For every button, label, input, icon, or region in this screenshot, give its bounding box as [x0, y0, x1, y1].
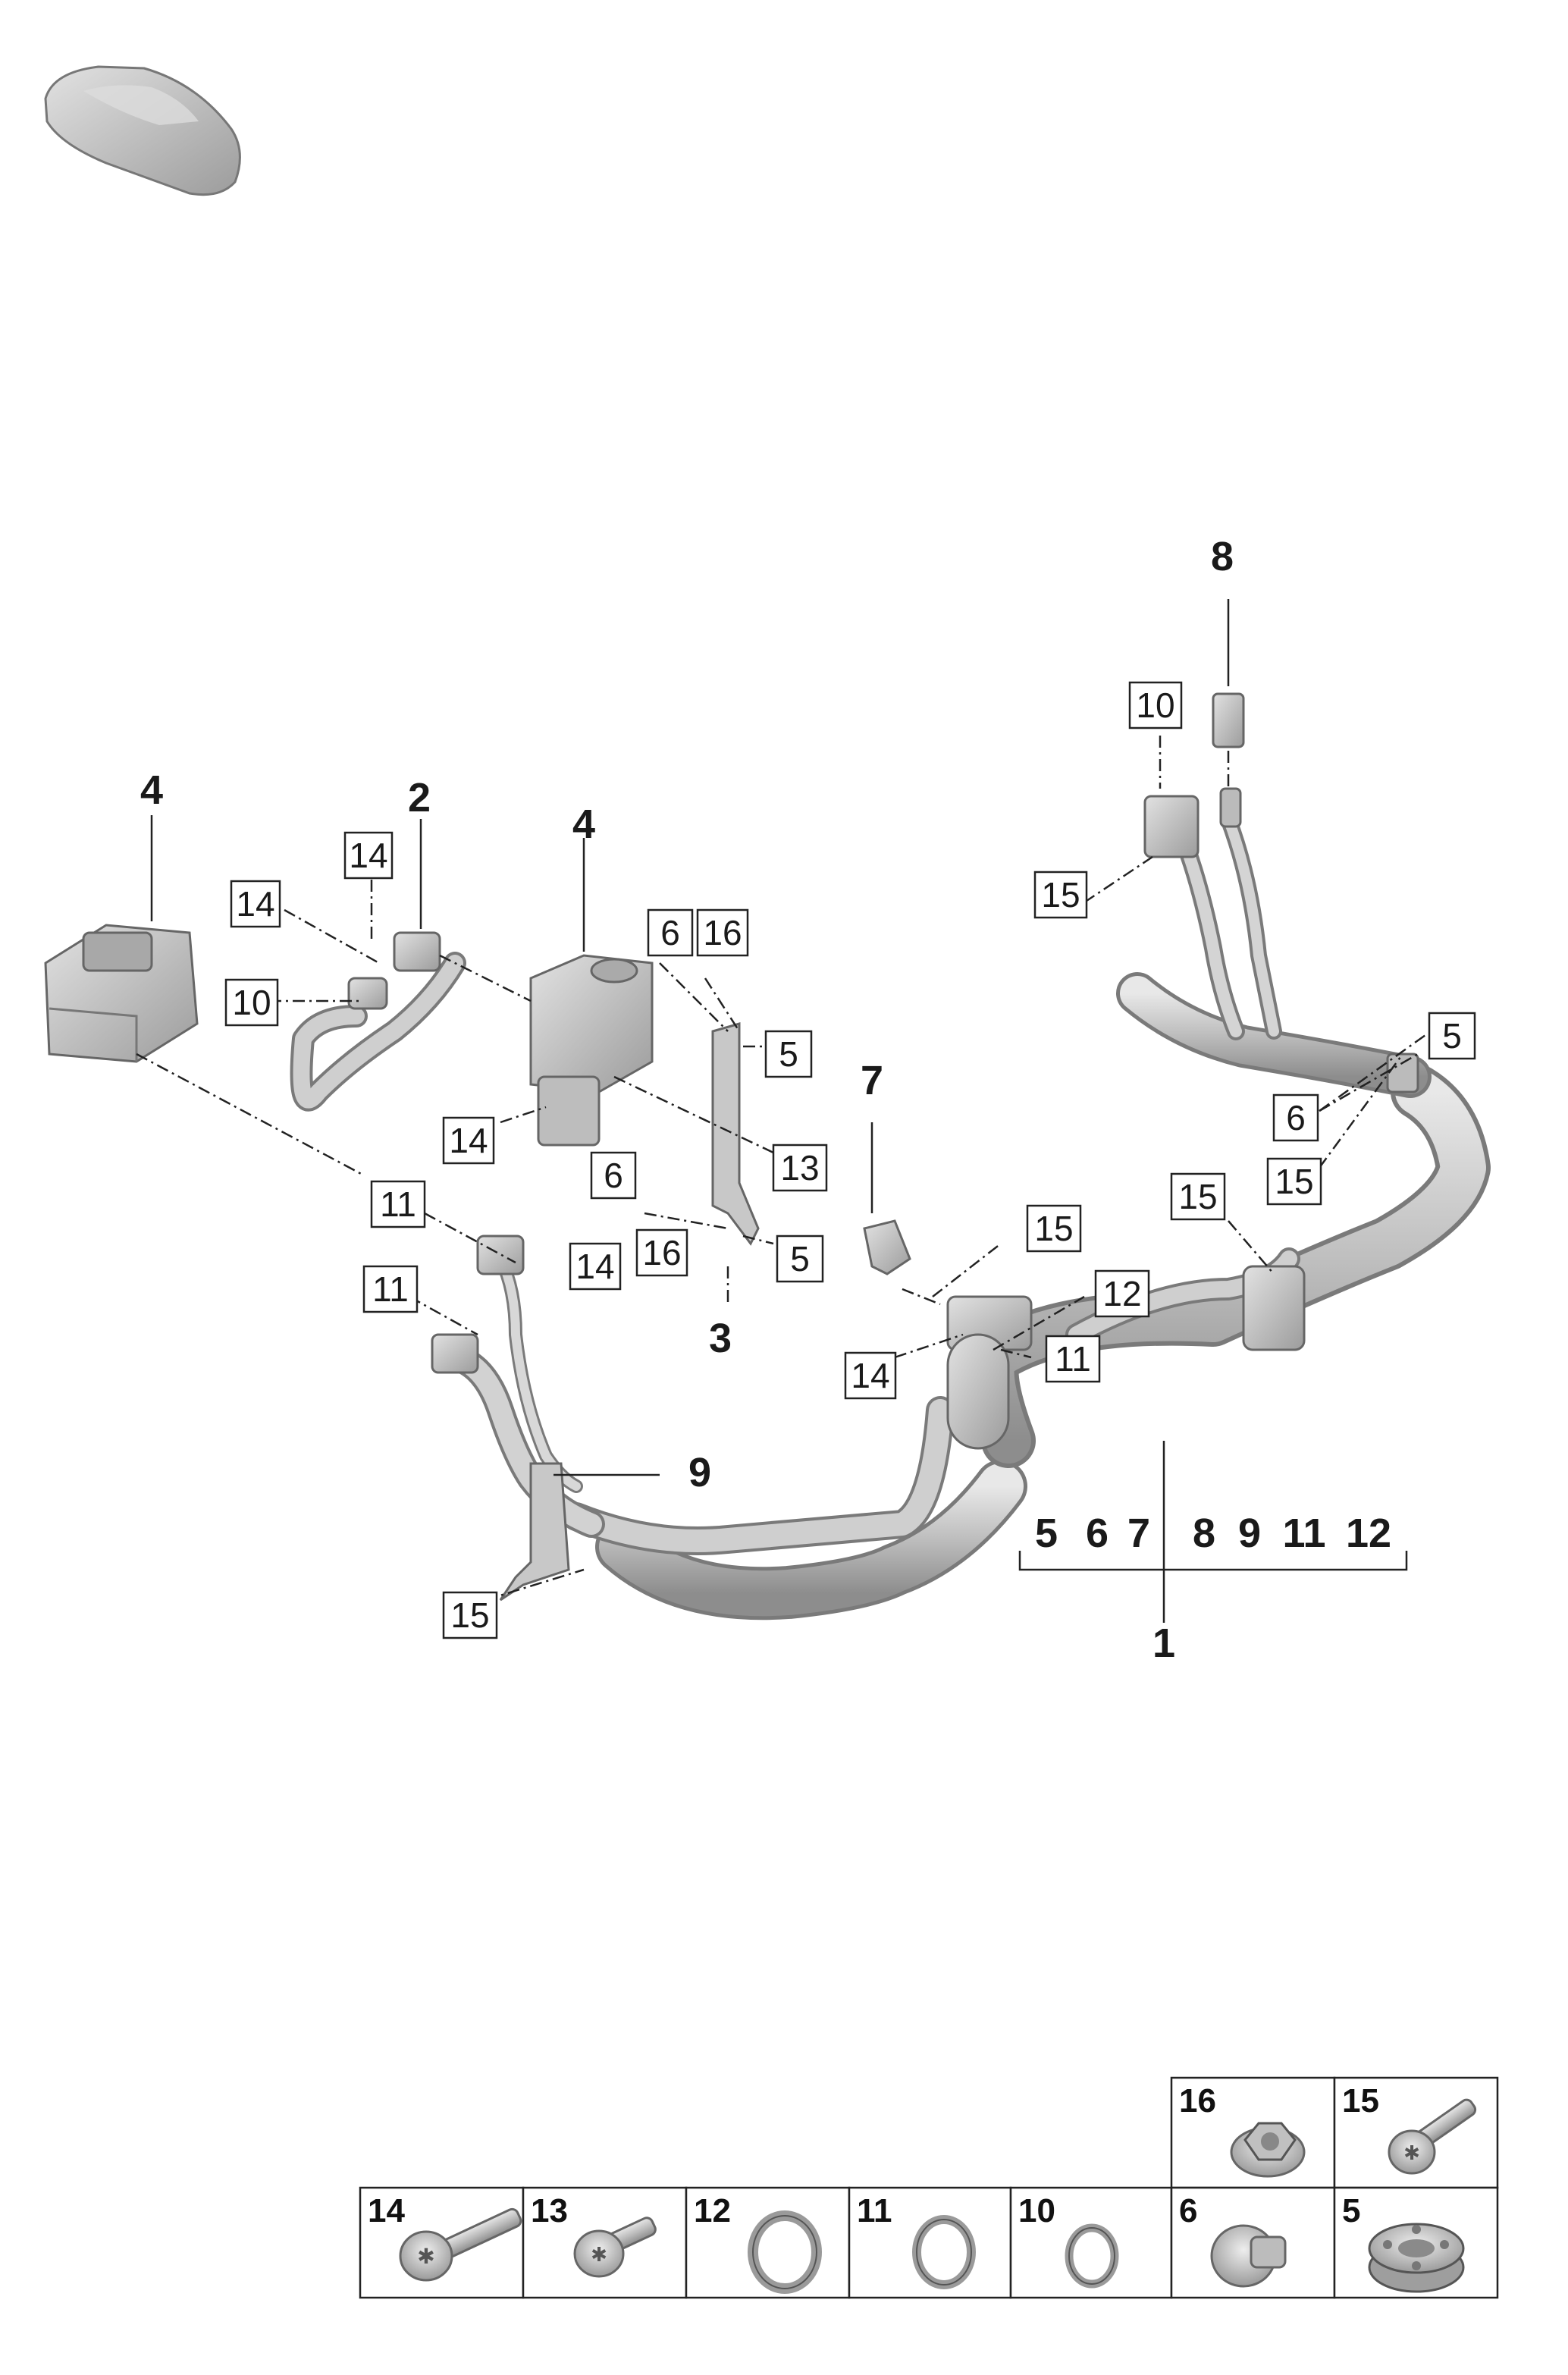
control-module-left: [44, 924, 199, 1063]
svg-text:16: 16: [703, 913, 742, 952]
svg-text:5: 5: [790, 1239, 810, 1278]
box-callout-12: 12: [1094, 1269, 1150, 1318]
box-callout-11-b: 11: [1045, 1335, 1101, 1383]
box-callout-14-e: 14: [844, 1351, 897, 1400]
boxed-callouts: 10 15 14 14 10 6 16 5 5 6 15 14 13 6 11 …: [224, 681, 1476, 1639]
bracket-item-7: 7: [1127, 1511, 1150, 1556]
table-label-15: 15: [1342, 2082, 1379, 2119]
box-callout-16-b: 16: [635, 1228, 688, 1277]
box-callout-15-d: 15: [1170, 1172, 1226, 1221]
callout-4-left: 4: [140, 767, 163, 813]
svg-text:11: 11: [1055, 1339, 1091, 1379]
table-label-16: 16: [1179, 2082, 1216, 2119]
box-callout-16-a: 16: [696, 908, 749, 957]
svg-text:6: 6: [1286, 1098, 1306, 1137]
box-callout-15-top: 15: [1033, 871, 1088, 919]
box-callout-5-right: 5: [1428, 1012, 1476, 1060]
svg-text:14: 14: [349, 836, 387, 875]
box-callout-5-a: 5: [764, 1030, 813, 1078]
table-label-14: 14: [368, 2192, 405, 2229]
bracket-item-8: 8: [1193, 1511, 1215, 1556]
callout-4-middle: 4: [572, 802, 595, 847]
parts-table: 16 15 14 13 12 11 10 6 5 ✱ ✱ ✱: [359, 2076, 1499, 2299]
box-callout-11-a: 11: [370, 1180, 426, 1228]
svg-text:✱: ✱: [417, 2244, 434, 2269]
pressure-sensor-part-7: [863, 1219, 911, 1275]
valve-core-part-8: [1212, 692, 1245, 748]
svg-text:10: 10: [232, 983, 271, 1022]
svg-text:6: 6: [604, 1156, 623, 1195]
box-callout-10-top: 10: [1128, 681, 1183, 729]
rubber-bushing-icon: [1368, 2223, 1465, 2293]
svg-text:10: 10: [1136, 686, 1174, 725]
svg-text:16: 16: [642, 1233, 681, 1272]
box-callout-15-c: 15: [1026, 1204, 1082, 1253]
svg-text:14: 14: [236, 884, 274, 924]
box-callout-6-right: 6: [1272, 1093, 1319, 1142]
table-label-6: 6: [1179, 2192, 1197, 2229]
control-unit-middle: [529, 954, 654, 1147]
box-callout-6-b: 6: [590, 1151, 637, 1200]
svg-text:11: 11: [380, 1184, 416, 1224]
bracket-item-9: 9: [1238, 1511, 1261, 1556]
box-callout-15-right: 15: [1266, 1157, 1322, 1206]
svg-text:15: 15: [450, 1595, 489, 1635]
bold-callouts: 8 4 2 4 7 3 9 1 5 6 7 8 9 11 12: [140, 534, 1391, 1666]
table-label-12: 12: [694, 2192, 731, 2229]
svg-text:13: 13: [780, 1148, 819, 1188]
short-torx-bolt-icon: ✱: [573, 2217, 657, 2278]
bracket-item-12: 12: [1346, 1511, 1391, 1556]
svg-text:15: 15: [1041, 875, 1080, 915]
table-label-5: 5: [1342, 2192, 1360, 2229]
box-callout-14-c: 14: [442, 1116, 495, 1165]
o-ring-large-icon: [748, 2210, 822, 2294]
svg-text:5: 5: [779, 1034, 798, 1074]
svg-text:14: 14: [575, 1247, 614, 1286]
car-silhouette-icon: [44, 65, 241, 196]
box-callout-14-d: 14: [569, 1242, 622, 1291]
callout-3: 3: [709, 1316, 732, 1361]
flange-nut-icon: [1230, 2122, 1306, 2178]
bracket-part-3: [711, 1022, 760, 1246]
svg-text:✱: ✱: [1403, 2142, 1420, 2165]
svg-text:14: 14: [449, 1121, 488, 1160]
torx-bolt-icon: ✱: [1388, 2098, 1477, 2175]
svg-text:5: 5: [1442, 1016, 1462, 1056]
callout-7: 7: [861, 1058, 883, 1103]
table-label-11: 11: [857, 2192, 892, 2229]
box-callout-6-a: 6: [647, 908, 694, 957]
svg-text:11: 11: [372, 1269, 409, 1309]
svg-text:14: 14: [851, 1356, 889, 1395]
svg-text:15: 15: [1034, 1209, 1073, 1248]
bracket-item-11: 11: [1282, 1511, 1325, 1556]
callout-2: 2: [408, 775, 431, 820]
ac-line-assembly: [431, 787, 1491, 1620]
box-callout-5-b: 5: [776, 1235, 824, 1283]
bracket-item-6: 6: [1086, 1511, 1109, 1556]
svg-text:6: 6: [660, 913, 680, 952]
bracket-item-5: 5: [1035, 1511, 1058, 1556]
box-callout-14-b: 14: [230, 880, 281, 928]
callout-9: 9: [688, 1450, 711, 1495]
box-callout-15-bottom: 15: [442, 1591, 498, 1639]
grommet-icon: [1210, 2224, 1287, 2288]
leader-lines: [136, 599, 1426, 1623]
table-label-10: 10: [1018, 2192, 1055, 2229]
long-torx-bolt-icon: ✱: [399, 2207, 522, 2282]
box-callout-11-c: 11: [362, 1265, 419, 1313]
svg-text:✱: ✱: [591, 2244, 607, 2267]
hose-part-2: [290, 931, 466, 1112]
box-callout-13: 13: [772, 1144, 828, 1192]
box-callout-10-left: 10: [224, 978, 279, 1027]
box-callout-14-a: 14: [343, 831, 394, 880]
table-label-13: 13: [531, 2192, 568, 2229]
svg-text:15: 15: [1275, 1162, 1313, 1201]
o-ring-medium-icon: [912, 2215, 976, 2289]
callout-1: 1: [1152, 1620, 1175, 1666]
o-ring-small-icon: [1065, 2223, 1119, 2289]
svg-text:12: 12: [1102, 1274, 1141, 1313]
svg-text:15: 15: [1178, 1177, 1217, 1216]
callout-8: 8: [1211, 534, 1234, 579]
